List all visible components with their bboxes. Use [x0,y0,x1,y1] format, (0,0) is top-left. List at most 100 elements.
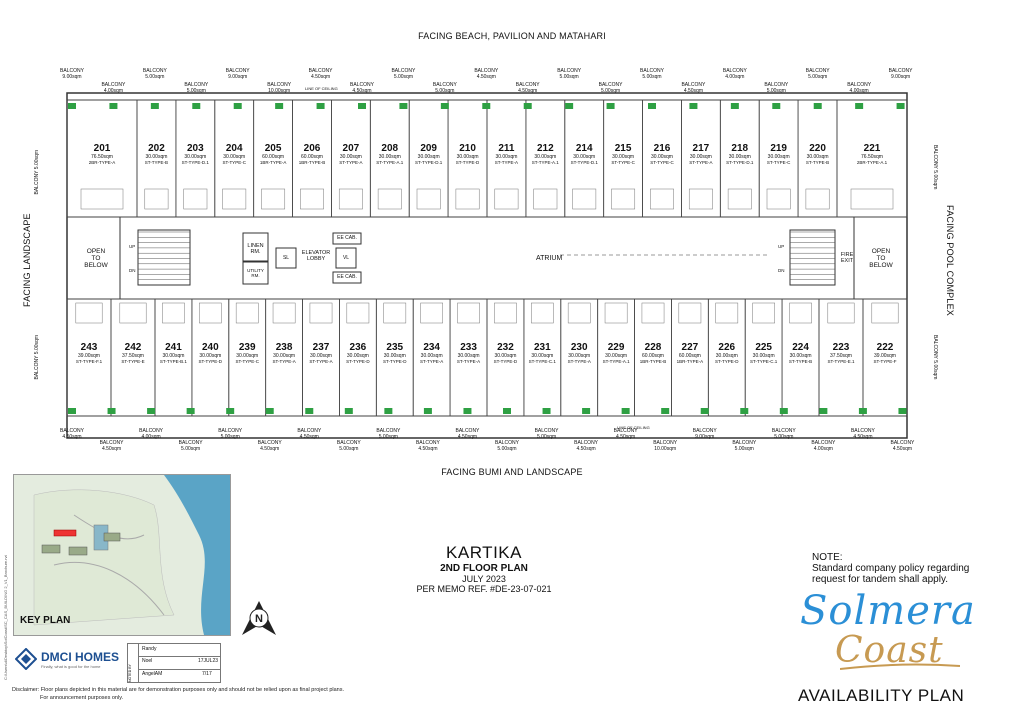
unit-area: 30.00sqm [199,353,222,359]
unit-area: 60.00sqm [678,353,701,359]
unit-area: 30.00sqm [752,353,775,359]
noted-by-label: NOTED BY [128,664,132,682]
unit-area: 30.00sqm [728,154,751,160]
plant-marker [855,103,864,109]
plant-marker [275,103,284,109]
unit-number: 232 [497,342,514,353]
file-path: C:\Users\d\Desktop\SolCoast\SC_CAS_BUILD… [3,555,8,680]
unit-area: 60.00sqm [301,154,323,160]
facing-top-label: FACING BEACH, PAVILION AND MATAHARI [418,31,606,41]
unit-area: 39.00sqm [78,353,100,359]
unit-type: 1BR-TYPE-B [298,160,326,165]
line-of-ceiling-top: LINE OF CEILING [305,86,338,91]
unit-area: 30.00sqm [236,353,259,359]
key-plan-label: KEY PLAN [20,615,71,626]
balcony-area: 5.00sqm [378,434,398,440]
key-plan-map [14,475,230,635]
unit-number: 234 [423,342,440,353]
balcony-area: 5.00sqm [145,74,165,80]
plant-marker [730,103,739,109]
unit-bath [261,188,286,210]
unit-bath [641,302,665,324]
unit-area: 76.50sqm [861,154,883,160]
plant-marker [700,408,709,414]
unit-bath [183,188,208,210]
plant-marker [68,103,76,109]
balcony-label: BALCONY [474,68,499,74]
balcony-area: 5.00sqm [774,434,794,440]
balcony-area: 5.00sqm [393,74,414,80]
balcony-label: BALCONY [890,440,915,446]
unit-type: ST-TYPE-D.1 [726,160,754,165]
balcony-area: 5.00sqm [734,446,754,452]
unit-number: 203 [186,143,204,154]
unit-bath [871,302,899,324]
balcony-label: BALCONY [139,428,164,434]
unit-area: 30.00sqm [531,353,554,359]
unit-bath [678,302,702,324]
unit-bath [494,302,517,324]
balcony-area: 4.50sqm [853,434,873,440]
ee-cab-bottom-label: EE CAB. [337,274,357,280]
balcony-label: BALCONY [692,428,717,434]
unit-area: 30.00sqm [715,353,738,359]
unit-number: 206 [303,143,321,154]
balcony-label: BALCONY [455,428,480,434]
plant-marker [689,103,698,109]
plant-marker [896,103,905,109]
balcony-area: 4.50sqm [260,446,280,452]
svg-text:N: N [255,613,263,625]
ee-cab-top-label: EE CAB. [337,235,357,241]
unit-area: 30.00sqm [495,154,518,160]
unit-area: 76.50sqm [91,154,113,160]
unit-number: 241 [165,342,182,353]
balcony-label: BALCONY [350,82,374,88]
unit-area: 30.00sqm [789,353,812,359]
balcony-label: BALCONY [376,428,401,434]
plant-marker [482,103,491,109]
plant-marker [68,408,76,414]
unit-area: 30.00sqm [651,154,673,160]
plant-marker [384,408,393,414]
unit-type: ST-TYPE-C.1 [528,359,556,364]
balcony-label: BALCONY [771,428,796,434]
utility-room [242,261,269,285]
unit-type: 1BR-TYPE-A [259,160,287,165]
unit-type: ST-TYPE-D [715,359,739,364]
unit-type: ST-TYPE-B [788,359,813,364]
unit-number: 228 [644,342,662,353]
unit-area: 30.00sqm [568,353,591,359]
unit-type: ST-TYPE-D [383,359,407,364]
ee-cab-top [332,232,362,245]
unit-bath [309,302,333,324]
balcony-area: 4.50sqm [576,446,596,452]
unit-area: 30.00sqm [605,353,628,359]
plant-marker [107,408,116,414]
brand-solmera: Solmera [800,588,976,634]
unit-area: 30.00sqm [339,154,362,160]
balcony-label: BALCONY [811,440,836,446]
balcony-area: 5.00sqm [339,446,359,452]
unit-bath [850,188,894,210]
unit-bath [805,188,830,210]
